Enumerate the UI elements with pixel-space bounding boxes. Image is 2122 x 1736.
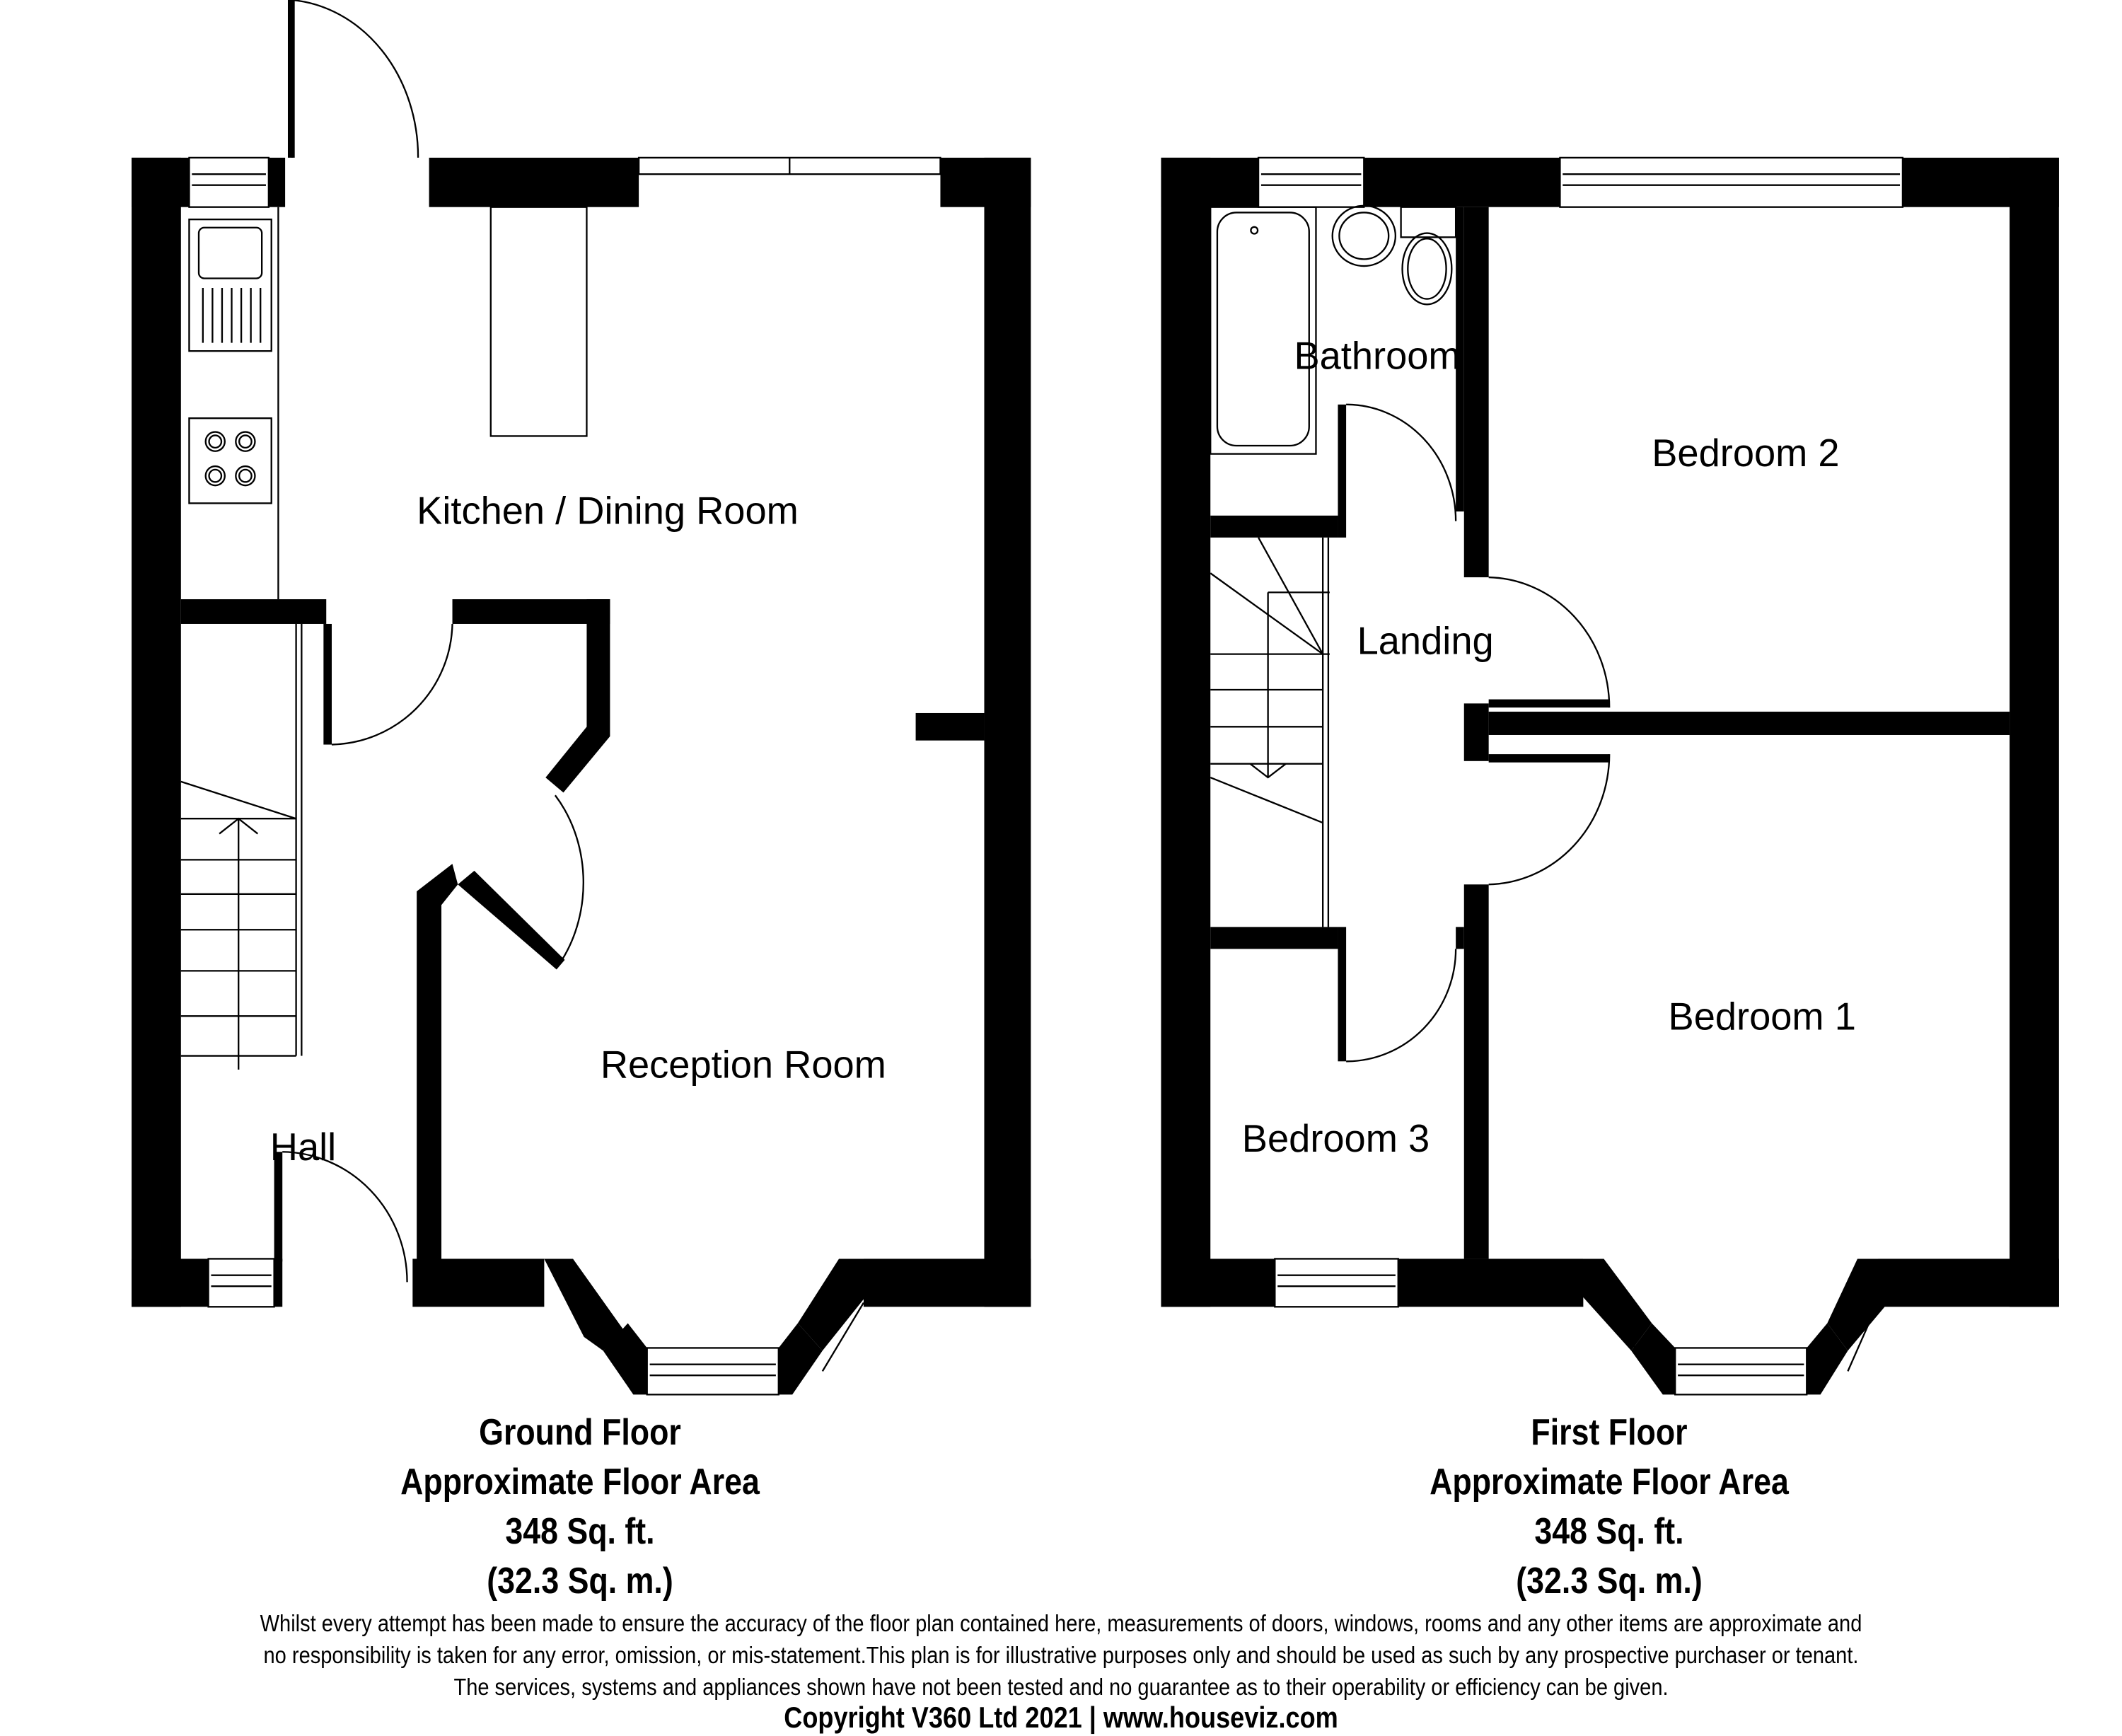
ff-bay-mid-left — [1631, 1323, 1676, 1395]
room-label-landing: Landing — [1357, 620, 1494, 663]
gf-hob — [188, 417, 272, 504]
ground-floor-title: Ground Floor — [479, 1412, 681, 1453]
gf-window-kitchen — [188, 156, 270, 208]
disclaimer-line-2: no responsibility is taken for any error… — [263, 1642, 1859, 1668]
ff-window-bay-front — [1674, 1347, 1808, 1396]
gf-wall-rec-right — [586, 599, 610, 736]
gf-wall-top-mid — [429, 157, 639, 207]
ff-wall-bottom-mid — [1398, 1258, 1584, 1307]
room-label-bathroom: Bathroom — [1294, 335, 1460, 377]
gf-chimney — [915, 712, 985, 741]
disclaimer-line-1: Whilst every attempt has been made to en… — [260, 1610, 1862, 1636]
ff-wall-bed-door-bot — [1488, 754, 1610, 763]
ground-floor-area-sqm: (32.3 Sq. m.) — [487, 1561, 673, 1602]
ff-wall-central-3 — [1463, 884, 1489, 1259]
gf-wall-bottom-rec — [412, 1258, 545, 1307]
room-label-bedroom2: Bedroom 2 — [1652, 432, 1839, 475]
ground-floor-lines — [180, 0, 941, 1396]
disclaimer-line-3: The services, systems and appliances sho… — [453, 1674, 1669, 1700]
ff-window-bedroom2 — [1559, 156, 1904, 208]
first-floor-title: First Floor — [1531, 1412, 1688, 1453]
gf-window-hall — [207, 1258, 275, 1308]
ff-staircase — [1210, 537, 1330, 927]
gf-wall-angled-2 — [417, 864, 458, 1259]
ground-floor-caption: Ground Floor Approximate Floor Area 348 … — [337, 1408, 823, 1606]
ff-toilet-cistern — [1400, 206, 1457, 238]
ground-floor-area-label: Approximate Floor Area — [400, 1462, 760, 1503]
ff-wall-bath-landing — [1210, 515, 1338, 538]
gf-door-front — [282, 1151, 408, 1283]
ff-basin — [1331, 204, 1397, 267]
gf-sink-drainer — [202, 288, 262, 343]
gf-island — [489, 206, 588, 437]
ff-wall-bed-door-top — [1488, 699, 1610, 708]
gf-wall-bottom-mid — [274, 1258, 283, 1307]
gf-wall-hall-front — [274, 1152, 283, 1262]
gf-back-door-swing — [291, 0, 419, 158]
ff-wall-bath-right — [1456, 207, 1464, 512]
ff-door-bedroom1 — [1488, 754, 1611, 886]
ff-wall-central — [1463, 207, 1489, 578]
gf-door-reception — [554, 794, 584, 961]
ff-wall-left — [1161, 157, 1211, 1307]
ff-bath — [1210, 206, 1317, 455]
gf-sink — [188, 218, 272, 352]
ff-window-bedroom3 — [1274, 1258, 1399, 1308]
first-floor-area-label: Approximate Floor Area — [1430, 1462, 1789, 1503]
ff-wall-top-1 — [1161, 157, 1259, 207]
gf-wall-angled-3 — [458, 870, 565, 970]
gf-wall-right — [984, 157, 1031, 1307]
ff-window-bathroom — [1257, 156, 1365, 208]
room-label-kitchen: Kitchen / Dining Room — [417, 490, 799, 532]
ground-floor-area-sqft: 348 Sq. ft. — [505, 1511, 655, 1552]
ff-wall-bath-stub — [1338, 404, 1347, 538]
first-floor-area-sqm: (32.3 Sq. m.) — [1516, 1561, 1703, 1602]
room-label-hall: Hall — [270, 1126, 336, 1169]
gf-wall-kitchen-hall — [180, 599, 327, 624]
gf-window-bay-front — [646, 1347, 779, 1396]
gf-wall-hall-stub — [323, 623, 332, 745]
ff-wall-bed3-stub — [1338, 927, 1347, 1062]
copyright: Copyright V360 Ltd 2021 | www.houseviz.c… — [784, 1701, 1338, 1734]
gf-wall-top-left2 — [268, 157, 286, 207]
ff-wall-bottom-left — [1161, 1258, 1275, 1307]
disclaimer: Whilst every attempt has been made to en… — [127, 1607, 1995, 1703]
ff-bay-right — [1827, 1258, 1906, 1351]
gf-wall-kitchen-rec — [452, 599, 610, 624]
gf-bay-mid-right — [778, 1323, 823, 1395]
ff-wall-right — [2010, 157, 2059, 1307]
room-label-reception: Reception Room — [601, 1044, 886, 1087]
gf-bay-right — [797, 1258, 878, 1351]
ff-bay-mid-right — [1807, 1323, 1848, 1395]
room-label-bedroom1: Bedroom 1 — [1669, 996, 1856, 1038]
ff-door-bedroom3 — [1346, 949, 1457, 1063]
gf-wall-left — [132, 157, 181, 1307]
ff-wall-bed3-top — [1210, 927, 1338, 949]
gf-wall-angled-1 — [545, 727, 610, 793]
gf-staircase — [180, 623, 303, 1070]
gf-wall-top-left — [132, 157, 190, 207]
ff-door-bathroom — [1346, 403, 1457, 521]
gf-wall-bottom-left — [132, 1258, 209, 1307]
ff-wall-bed3-right — [1456, 927, 1464, 949]
room-label-bedroom3: Bedroom 3 — [1242, 1118, 1430, 1160]
first-floor-area-sqft: 348 Sq. ft. — [1534, 1511, 1684, 1552]
gf-door-kitchen-hall — [331, 623, 453, 746]
ff-wall-bed-divider — [1488, 712, 2010, 735]
first-floor-lines — [1210, 156, 1904, 1396]
ff-door-bedroom2 — [1488, 576, 1611, 708]
ff-wall-top-2 — [1364, 157, 1560, 207]
ff-wall-central-2 — [1463, 703, 1489, 761]
gf-bay-mid-left — [603, 1323, 647, 1395]
ff-bay-left — [1569, 1258, 1652, 1351]
ff-toilet — [1401, 232, 1453, 306]
gf-wall-bottom-right — [863, 1258, 1031, 1307]
ff-wall-bottom-right — [1878, 1258, 2059, 1307]
ground-floor-plan — [132, 0, 1031, 1395]
first-floor-caption: First Floor Approximate Floor Area 348 S… — [1366, 1408, 1853, 1606]
gf-bay-left — [544, 1258, 624, 1351]
first-floor-plan — [1161, 157, 2059, 1395]
